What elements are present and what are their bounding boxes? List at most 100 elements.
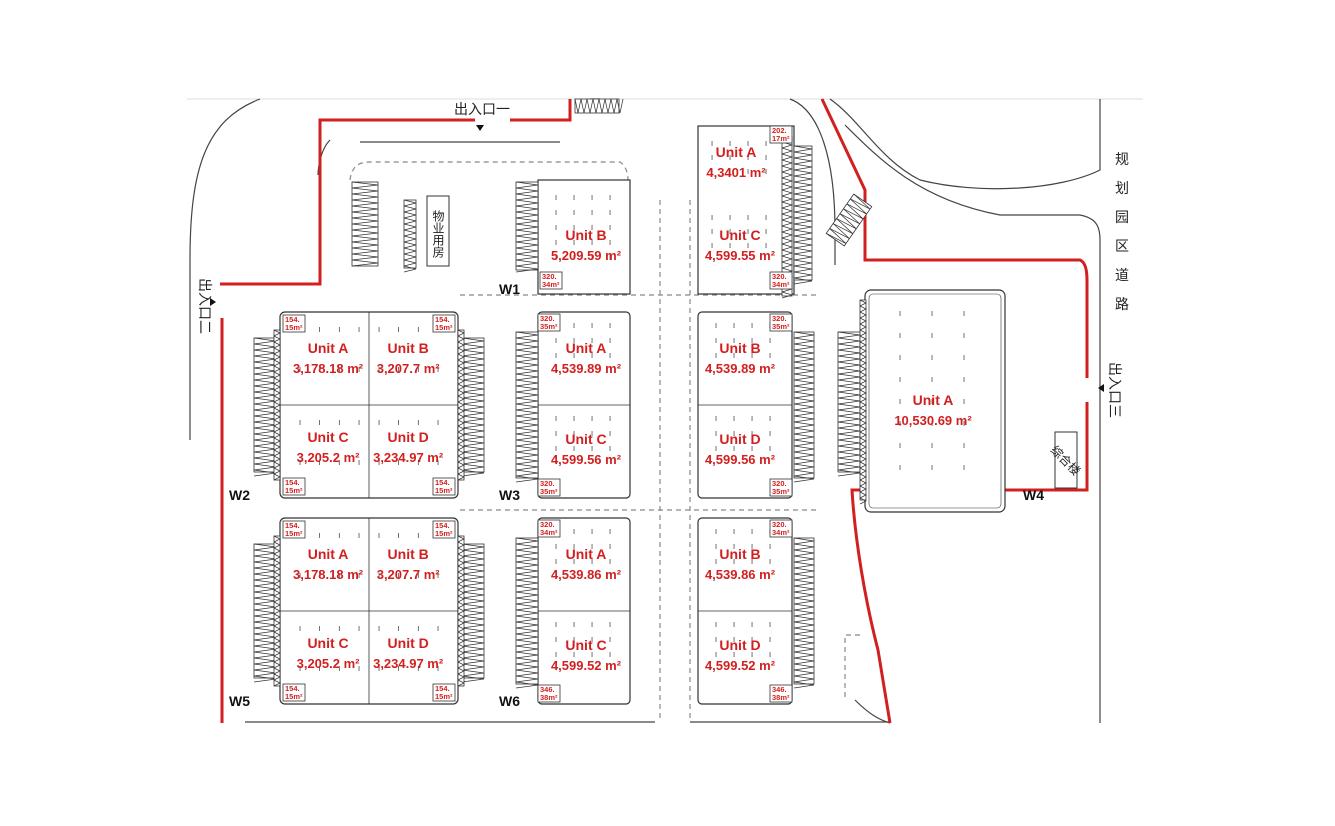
column-marker: I xyxy=(751,337,753,345)
column-marker: I xyxy=(747,168,749,176)
column-marker: I xyxy=(338,572,340,580)
office-box: 154.15m² xyxy=(282,683,306,702)
column-marker: I xyxy=(437,459,439,467)
office-box: 154.15m² xyxy=(282,520,306,539)
column-marker: I xyxy=(338,625,340,633)
column-marker: I xyxy=(769,558,771,566)
column-marker: I xyxy=(398,366,400,374)
column-marker: I xyxy=(609,239,611,247)
complex-building xyxy=(1054,431,1078,489)
column-marker: I xyxy=(733,352,735,360)
column-marker: I xyxy=(931,332,933,340)
column-marker: I xyxy=(733,337,735,345)
office-area-text: 15m² xyxy=(435,692,453,701)
column-marker: I xyxy=(609,337,611,345)
column-marker: I xyxy=(765,228,767,236)
entrance-1-label: 出入口一 xyxy=(454,102,510,118)
unit-name: Unit A xyxy=(716,144,757,160)
column-marker: I xyxy=(573,352,575,360)
column-marker: I xyxy=(715,543,717,551)
unit-area: 3,234.97 m² xyxy=(373,656,444,671)
unit-name: Unit D xyxy=(719,637,760,653)
office-area-text: 34m² xyxy=(542,280,560,289)
property-room xyxy=(351,181,450,273)
column-marker: I xyxy=(733,415,735,423)
office-area-text: 15m² xyxy=(435,323,453,332)
column-marker: I xyxy=(591,621,593,629)
road-line xyxy=(189,98,261,440)
column-marker: I xyxy=(715,415,717,423)
unit-area: 4,539.89 m² xyxy=(705,361,776,376)
column-marker: I xyxy=(417,326,419,334)
entrance-1-arrow xyxy=(476,125,484,131)
column-marker: I xyxy=(963,464,965,472)
office-area-text: 320. xyxy=(772,520,787,529)
unit-name: Unit A xyxy=(566,546,607,562)
column-marker: I xyxy=(555,415,557,423)
column-marker: I xyxy=(715,651,717,659)
column-marker: I xyxy=(715,337,717,345)
column-marker: I xyxy=(715,621,717,629)
column-marker: I xyxy=(609,621,611,629)
unit-area: 4,539.86 m² xyxy=(705,567,776,582)
office-area-text: 15m² xyxy=(285,692,303,701)
office-area-text: 320. xyxy=(540,520,555,529)
column-marker: I xyxy=(609,224,611,232)
unit-area: 5,209.59 m² xyxy=(551,248,622,263)
column-marker: I xyxy=(437,419,439,427)
unit-area: 4,3401 m² xyxy=(706,165,766,180)
unit-area: 4,539.89 m² xyxy=(551,361,622,376)
loading-dock xyxy=(457,535,465,687)
column-marker: I xyxy=(769,445,771,453)
unit-name: Unit B xyxy=(388,340,429,356)
loading-dock xyxy=(457,329,465,481)
office-area-text: 320. xyxy=(772,479,787,488)
column-marker: I xyxy=(378,625,380,633)
column-marker: I xyxy=(591,322,593,330)
column-marker: I xyxy=(733,322,735,330)
column-marker: I xyxy=(711,154,713,162)
column-marker: I xyxy=(299,625,301,633)
dashed-road xyxy=(844,634,860,700)
office-box: 346.38m² xyxy=(537,684,561,703)
unit-name: Unit A xyxy=(913,392,954,408)
column-marker: I xyxy=(715,445,717,453)
column-marker: I xyxy=(417,532,419,540)
column-marker: I xyxy=(609,445,611,453)
road-line xyxy=(789,98,836,265)
loading-dock xyxy=(515,537,539,689)
column-marker: I xyxy=(899,398,901,406)
column-marker: I xyxy=(609,254,611,262)
unit-name: Unit D xyxy=(388,429,429,445)
unit-area: 4,599.56 m² xyxy=(551,452,622,467)
column-marker: I xyxy=(319,419,321,427)
column-marker: I xyxy=(417,459,419,467)
column-marker: I xyxy=(931,354,933,362)
column-marker: I xyxy=(573,322,575,330)
office-area-text: 38m² xyxy=(772,693,790,702)
column-marker: I xyxy=(573,337,575,345)
column-marker: I xyxy=(398,326,400,334)
column-marker: I xyxy=(358,459,360,467)
loading-dock xyxy=(793,145,813,285)
column-marker: I xyxy=(398,459,400,467)
unit-area: 4,599.52 m² xyxy=(551,658,622,673)
column-marker: I xyxy=(299,572,301,580)
column-marker: I xyxy=(591,194,593,202)
column-marker: I xyxy=(358,572,360,580)
column-marker: I xyxy=(573,636,575,644)
column-marker: I xyxy=(398,419,400,427)
unit-name: Unit A xyxy=(308,546,349,562)
column-marker: I xyxy=(751,543,753,551)
column-marker: I xyxy=(747,140,749,148)
column-marker: I xyxy=(963,420,965,428)
column-marker: I xyxy=(378,459,380,467)
column-marker: I xyxy=(715,322,717,330)
column-marker: I xyxy=(555,445,557,453)
column-marker: I xyxy=(398,572,400,580)
office-area-text: 346. xyxy=(540,685,555,694)
column-marker: I xyxy=(555,543,557,551)
column-marker: I xyxy=(573,651,575,659)
loading-dock xyxy=(253,543,277,683)
